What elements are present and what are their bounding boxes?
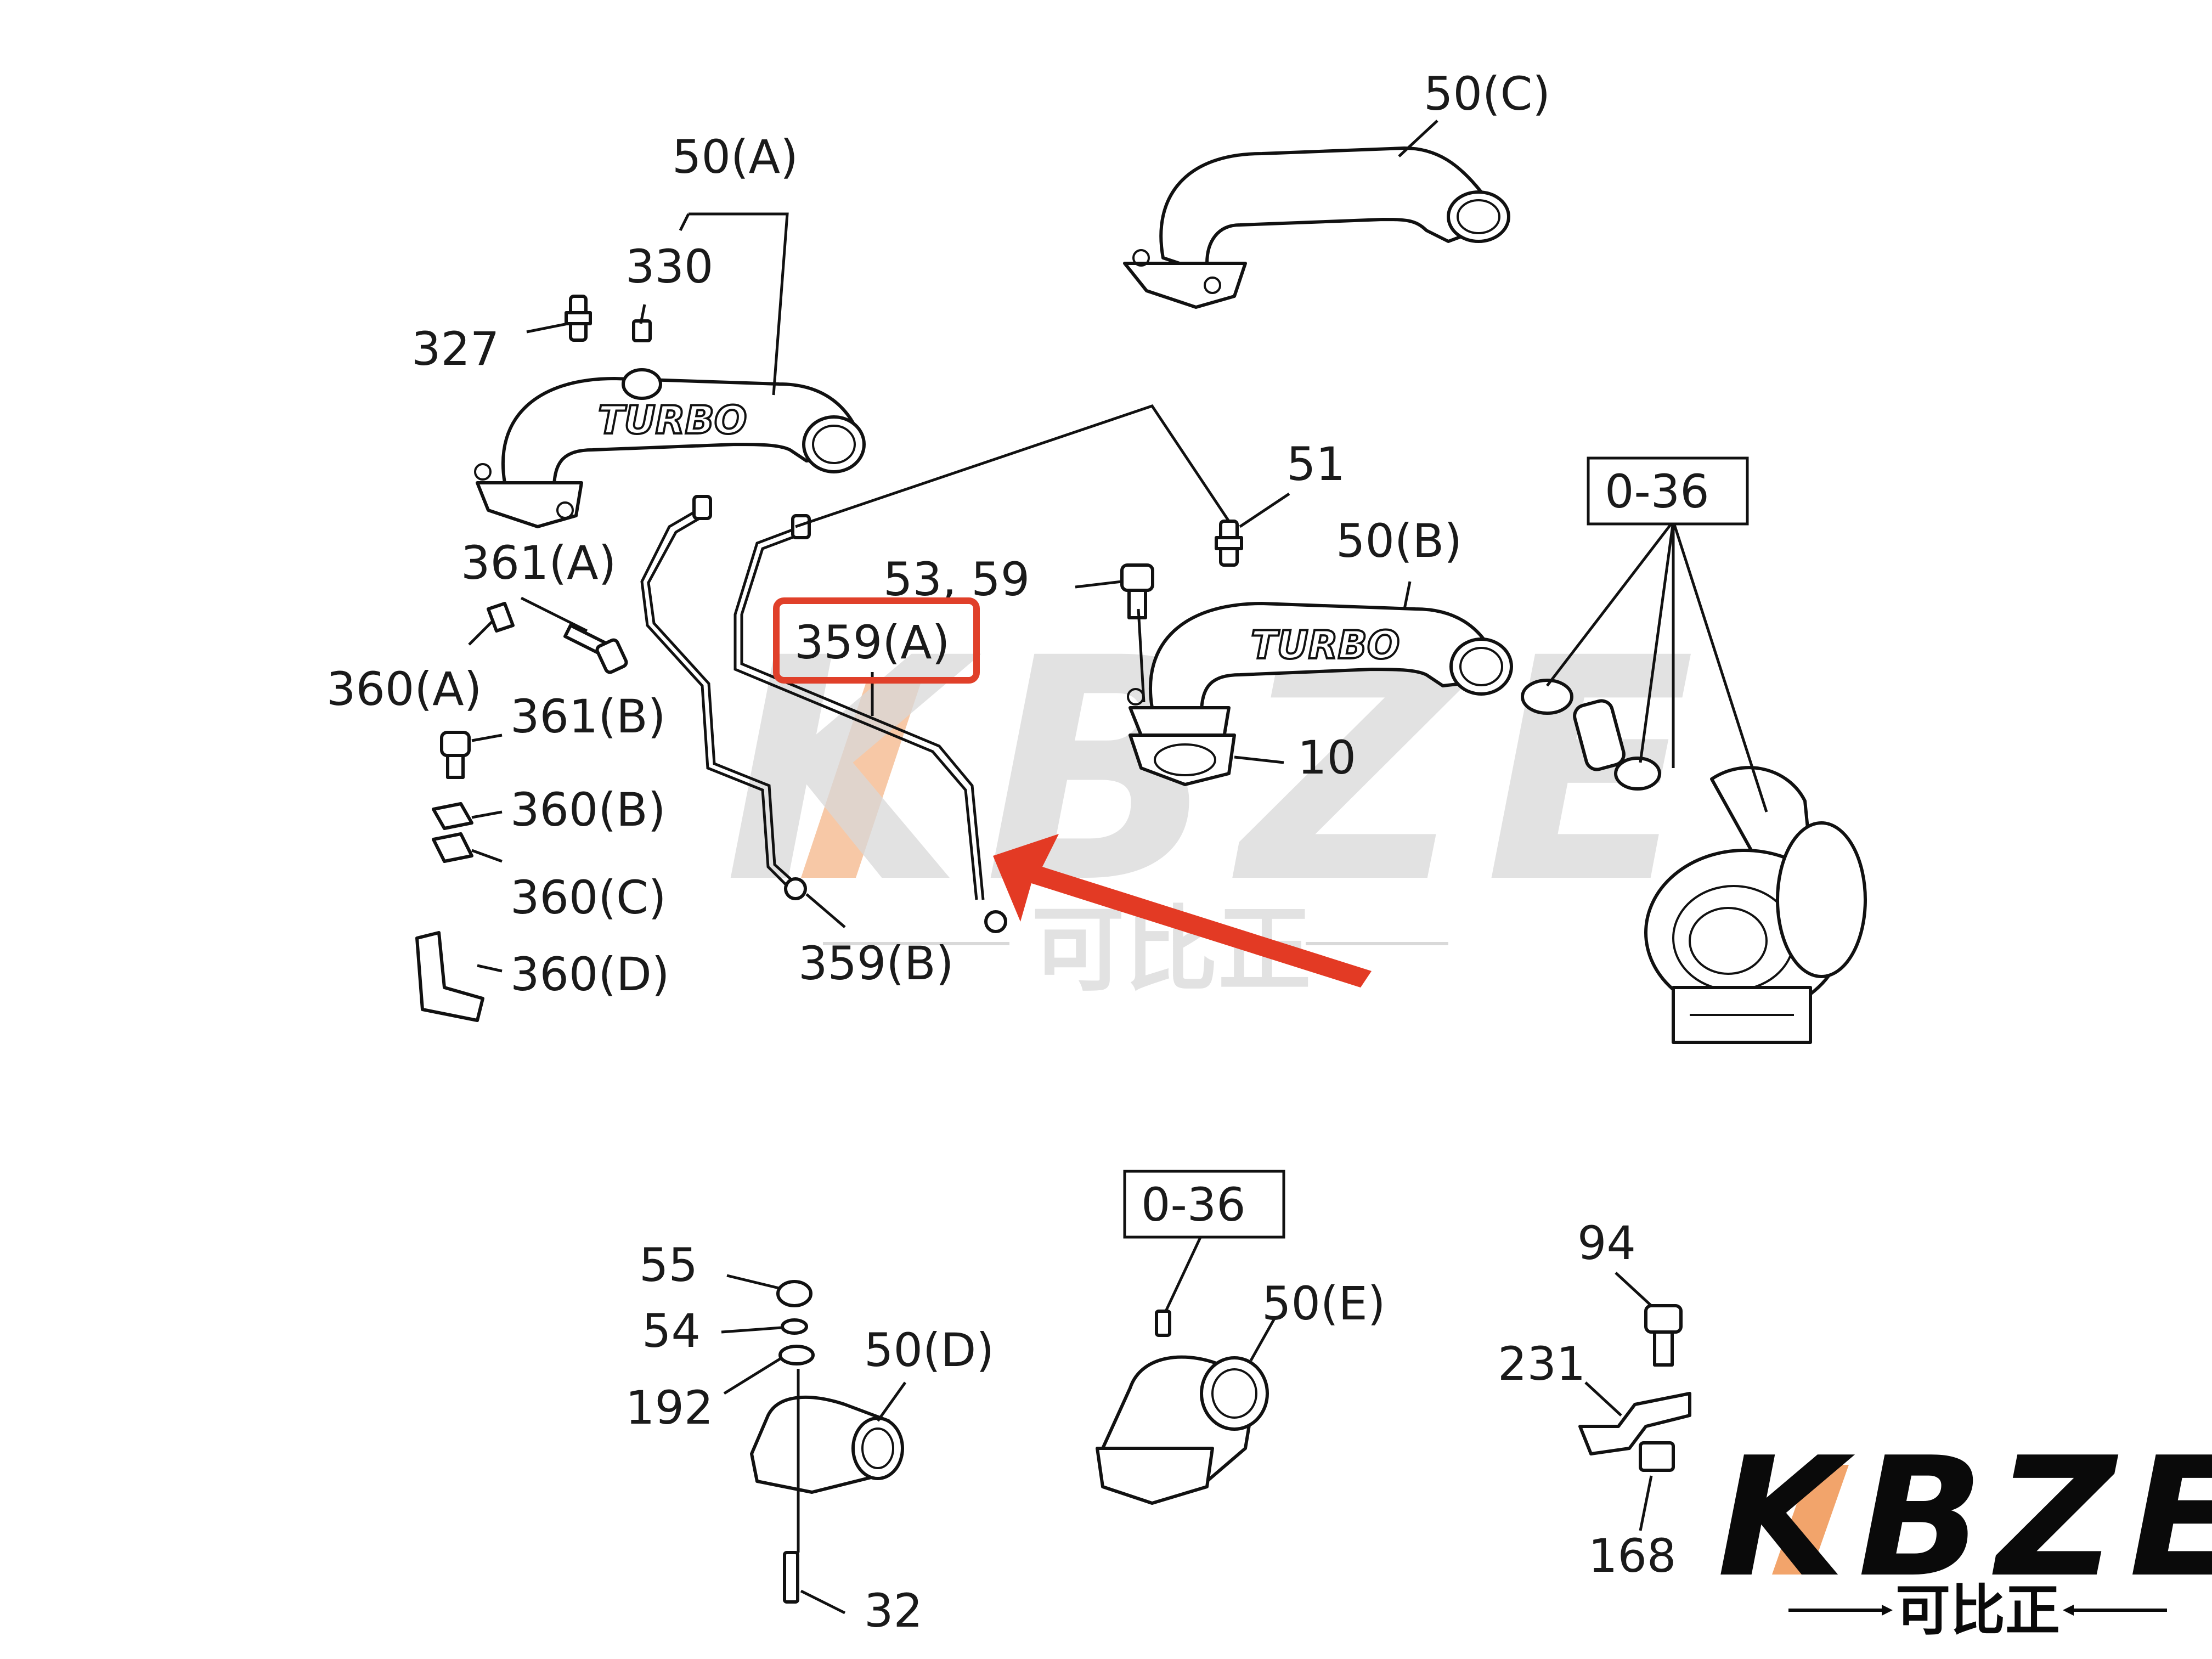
logo-accent-stroke [1772,1465,1849,1575]
label-50a: 50(A) [672,130,798,184]
part-359a-oil-line [733,514,1007,933]
label-53-59: 53, 59 [883,552,1030,606]
label-360a: 360(A) [326,662,482,716]
part-361b-bolt [440,731,471,779]
turbocharger [1521,679,1867,1044]
label-0-36-bottom: 0-36 [1141,1178,1246,1232]
part-50d-outlet [750,1395,904,1494]
label-360d: 360(D) [510,947,670,1001]
label-192: 192 [625,1381,713,1435]
part-94-bolt [1644,1304,1683,1367]
highlight-box-359a: 359(A) [773,597,980,684]
label-0-36-top: 0-36 [1605,465,1709,518]
part-32-stud [783,1551,799,1604]
label-55: 55 [639,1238,698,1292]
label-361a: 361(A) [461,536,616,590]
highlight-arrow-shape [993,834,1372,988]
label-168: 168 [1588,1529,1676,1583]
part-51-fitting [1215,520,1243,567]
ref-box-0-36-top: 0-36 [1587,456,1749,526]
part-360c-clip [432,832,473,863]
label-359a: 359(A) [794,616,950,669]
brand-logo: KBZE 可比正 [1717,1422,2212,1643]
part-192-washer [778,1345,815,1365]
label-50c: 50(C) [1424,67,1550,121]
label-10: 10 [1297,731,1356,785]
part-50e-outlet [1096,1310,1269,1505]
part-54-washer [781,1318,808,1335]
label-54: 54 [642,1304,701,1358]
label-330: 330 [625,240,713,294]
part-labels: 50(A) 330 327 50(C) 51 50(B) 0-36 361(A)… [326,67,1749,1638]
part-327-fitting [565,295,592,342]
part-330-cap [632,319,652,342]
label-361b: 361(B) [510,690,666,743]
label-50b: 50(B) [1336,514,1462,568]
label-50e: 50(E) [1262,1277,1386,1330]
label-327: 327 [411,322,499,376]
label-51: 51 [1286,437,1345,491]
ref-box-0-36-bottom: 0-36 [1123,1170,1285,1239]
part-360d-bracket [415,931,484,1022]
logo-brand: KBZE [1717,1422,2212,1613]
label-360b: 360(B) [510,783,666,837]
part-168-clip [1639,1441,1675,1472]
part-50a-pipe: TURBO [474,368,866,528]
part-361a-bolt [563,624,628,674]
label-50d: 50(D) [864,1323,994,1377]
label-94: 94 [1577,1216,1636,1270]
part-10-gasket [1128,733,1236,786]
logo-line-left-tip [1882,1605,1893,1616]
leader-lines [468,120,1768,1615]
label-231: 231 [1498,1337,1585,1391]
logo-line-right-tip [2063,1605,2074,1616]
turbo-emboss-a: TURBO [598,398,747,443]
part-359b-oil-line [640,495,807,900]
part-360b-clip [432,802,473,830]
label-360c: 360(C) [510,871,667,924]
part-231-bracket [1578,1392,1691,1455]
label-359b: 359(B) [798,936,954,990]
watermark-accent-stroke [801,680,922,878]
highlight-arrow [993,834,1372,988]
part-53-59-bolt [1120,563,1154,619]
part-50c-pipe [1123,146,1510,309]
logo-brand-cn: 可比正 [1895,1578,2060,1643]
label-32: 32 [864,1584,923,1638]
turbo-emboss-b: TURBO [1251,623,1400,668]
part-360a-clip [487,602,515,633]
part-55-nut [776,1280,812,1307]
